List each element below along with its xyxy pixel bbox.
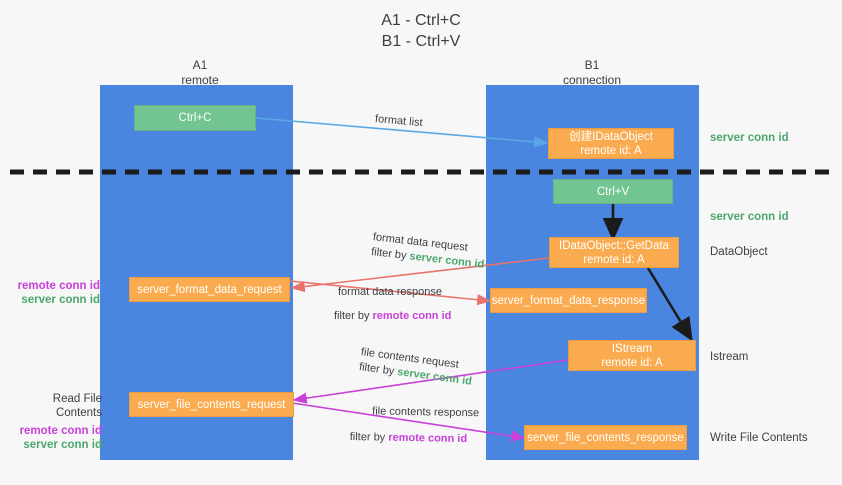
arrow-getdata-to-istream <box>646 267 693 342</box>
edge-label-file-contents-response: file contents response filter by remote … <box>350 404 480 447</box>
edge-label-fdres-filter-prefix: filter by <box>334 310 373 322</box>
label-read-file-contents-group: Read File Contents remote conn id server… <box>6 392 102 452</box>
arrow-file-contents-response <box>291 402 526 442</box>
edge-label-fcres-filter-value: remote conn id <box>388 431 468 446</box>
label-remote-conn-id-2: remote conn id <box>19 425 102 437</box>
label-server-conn-id-1: server conn id <box>21 294 100 306</box>
node-istream[interactable]: IStream remote id: A <box>568 340 696 371</box>
edge-label-fdres-line1: format data response <box>338 286 442 298</box>
edge-label-fcres-line1: file contents response <box>372 405 480 420</box>
edge-label-fcres-filter-prefix: filter by <box>349 430 389 444</box>
page-title: A1 - Ctrl+C B1 - Ctrl+V <box>381 12 461 50</box>
node-server-format-data-response[interactable]: server_format_data_response <box>490 288 647 313</box>
node-server-file-contents-request[interactable]: server_file_contents_request <box>129 392 294 417</box>
edge-label-fcres-line2: filter by remote conn id <box>350 430 479 447</box>
lane-b1-header: B1 connection <box>562 58 622 87</box>
edge-label-fcreq-filter-prefix: filter by <box>358 360 399 378</box>
label-server-conn-id-mid: server conn id <box>710 211 789 223</box>
label-dataobject: DataObject <box>710 246 768 258</box>
label-remote-conn-id-1: remote conn id <box>17 280 100 292</box>
node-ctrl-c[interactable]: Ctrl+C <box>134 105 256 131</box>
arrow-format-data-request <box>290 257 550 293</box>
label-server-conn-id-top: server conn id <box>710 132 789 144</box>
label-server-conn-id-2: server conn id <box>23 439 102 451</box>
arrow-format-data-response <box>289 280 492 306</box>
node-server-file-contents-response[interactable]: server_file_contents_response <box>524 425 687 450</box>
edge-label-fdres-line2: filter by remote conn id <box>334 309 451 324</box>
edge-label-fdres-filter-value: remote conn id <box>372 310 452 322</box>
node-idataobject-getdata[interactable]: IDataObject::GetData remote id: A <box>549 237 679 268</box>
edge-label-format-list-text: format list <box>374 113 424 130</box>
arrow-format-list <box>255 117 549 148</box>
node-create-idataobject[interactable]: 创建IDataObject remote id: A <box>548 128 674 159</box>
label-write-file-contents: Write File Contents <box>710 432 808 444</box>
edge-label-fdreq-filter-prefix: filter by <box>370 245 411 263</box>
lane-a1-header: A1 remote <box>181 58 219 87</box>
label-conn-ids-format: remote conn id server conn id <box>10 279 100 307</box>
edge-label-format-data-response: format data response filter by remote co… <box>334 285 451 324</box>
node-ctrl-v[interactable]: Ctrl+V <box>553 179 673 204</box>
arrow-file-contents-request <box>292 359 569 404</box>
node-server-format-data-request[interactable]: server_format_data_request <box>129 277 290 302</box>
label-read-file-contents: Read File Contents <box>52 393 102 419</box>
label-istream: Istream <box>710 351 749 363</box>
